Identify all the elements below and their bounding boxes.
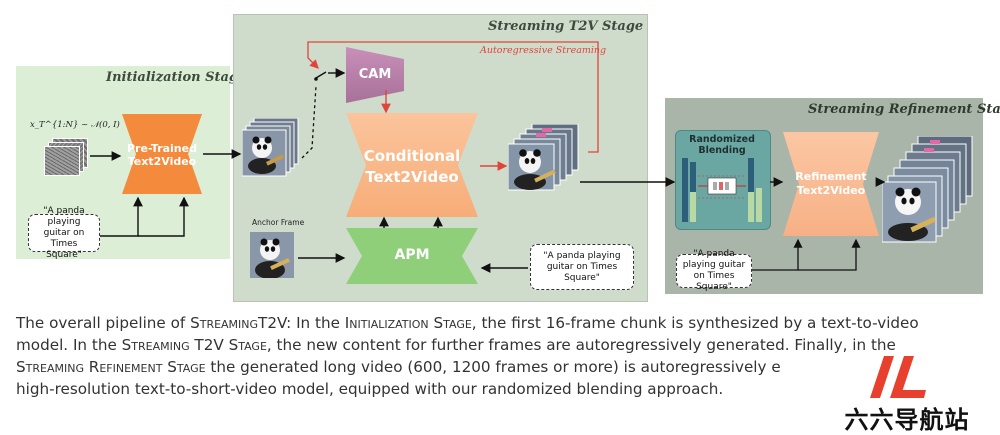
- flow-arrows: [90, 41, 886, 273]
- noise-frames: [44, 138, 88, 176]
- t2v-prompt-box: "A panda playing guitar on Times Square": [530, 244, 634, 290]
- blending-diagram: [682, 158, 762, 222]
- cam-block: [346, 47, 404, 103]
- conditional-text2video-block: [346, 113, 478, 217]
- init-output-frames: [242, 118, 299, 177]
- initialization-stage-title: Initialization Stage: [106, 70, 247, 85]
- refined-output-frames: [882, 136, 973, 243]
- watermark-text: 六六导航站: [844, 406, 970, 434]
- figure-caption: The overall pipeline of StreamingT2V: In…: [16, 314, 919, 398]
- anchor-frame-label: Anchor Frame: [252, 218, 305, 227]
- anchor-frame-image: [250, 232, 294, 278]
- conditional-label: Conditional Text2Video: [363, 147, 461, 186]
- refinement-text2video-block: [783, 132, 879, 236]
- refinement-label: Refinement Text2Video: [795, 170, 867, 197]
- refine-prompt-box: "A panda playing guitar on Times Square": [676, 249, 752, 292]
- streaming-t2v-stage-title: Streaming T2V Stage: [488, 19, 644, 34]
- randomized-blending-label: Randomized Blending: [689, 134, 755, 156]
- watermark-logo-icon: [870, 356, 926, 398]
- watermark-cover: [806, 356, 986, 384]
- apm-block: [346, 228, 478, 284]
- cam-label: CAM: [358, 67, 392, 82]
- noise-formula: x_T^{1:N} ~ 𝒩(0, I): [30, 120, 120, 130]
- apm-label: APM: [394, 247, 430, 263]
- pretrained-text2video-block: [122, 114, 202, 194]
- refinement-stage-title: Streaming Refinement Stage: [808, 102, 1000, 117]
- autoregressive-streaming-label: Autoregressive Streaming: [480, 45, 607, 56]
- pretrained-label: Pre-Trained Text2Video: [127, 142, 197, 168]
- streamed-output-frames: [508, 124, 579, 191]
